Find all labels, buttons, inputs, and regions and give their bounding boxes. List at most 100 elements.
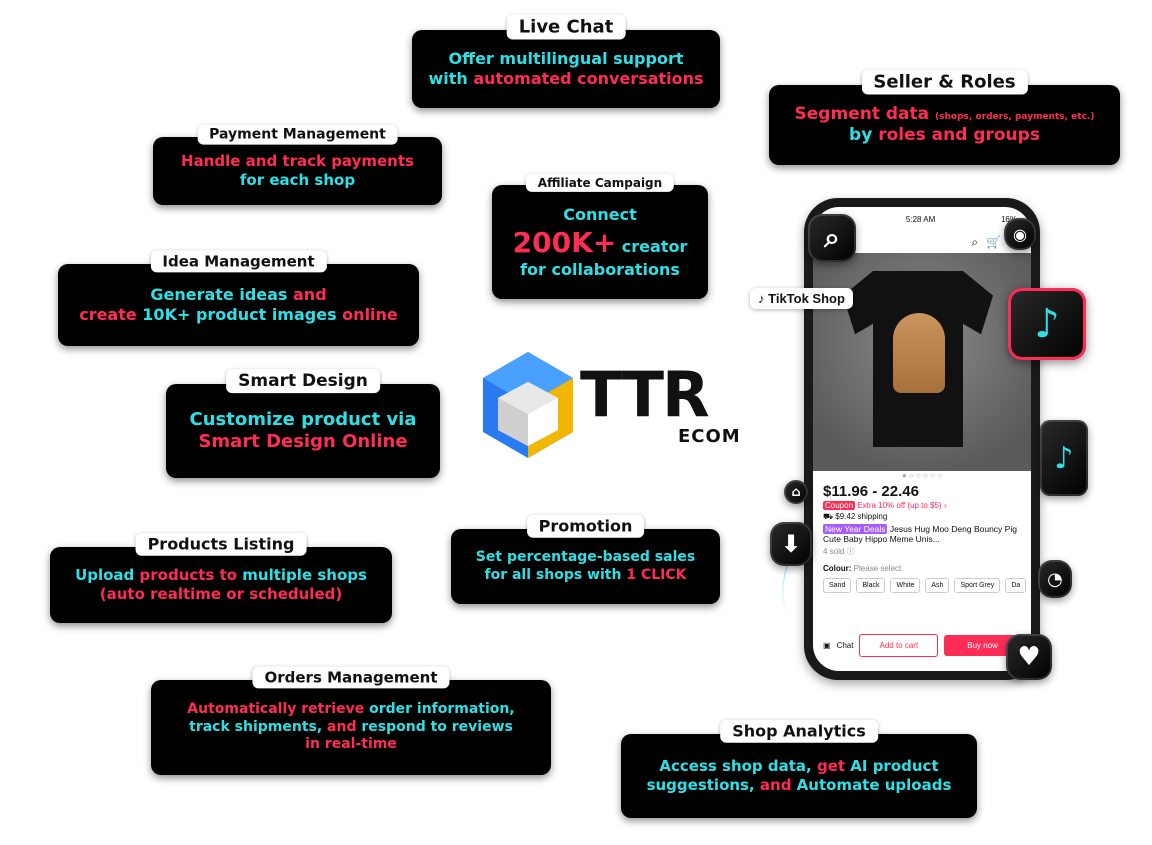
colour-option[interactable]: Da (1005, 578, 1027, 593)
affiliate-campaign-card: Affiliate Campaign Connect 200K+ creator… (492, 173, 708, 299)
payment-line-2: for each shop (239, 171, 356, 189)
colour-option[interactable]: Ash (925, 578, 950, 593)
user-icon: ◉ (1004, 218, 1036, 250)
text: suggestions, (646, 776, 755, 794)
bottom-action-bar: ▣ Chat Add to cart Buy now (813, 634, 1031, 657)
live-chat-line-1: Offer multilingual support (449, 49, 684, 69)
text: automated conversations (473, 69, 704, 88)
text: create (79, 305, 143, 324)
smart-design-label: Smart Design (226, 369, 380, 394)
orders-line-3: in real-time (305, 736, 397, 753)
products-listing-line-2: (auto realtime or scheduled) (99, 585, 343, 603)
heart-icon: ♥ (1006, 634, 1052, 680)
text: multiple shops (242, 566, 367, 585)
orders-management-card: Orders Management Automatically retrieve… (151, 666, 551, 775)
text: Upload (75, 566, 135, 585)
text: order information, (364, 701, 515, 718)
products-listing-label: Products Listing (135, 532, 307, 556)
colour-option[interactable]: Sport Grey (954, 578, 1001, 593)
coupon-badge: Coupon (823, 501, 856, 510)
idea-management-label: Idea Management (150, 250, 327, 273)
orders-management-label: Orders Management (252, 666, 450, 689)
text: 1 CLICK (626, 566, 687, 583)
smart-design-card: Smart Design Customize product via Smart… (166, 369, 440, 478)
text: by (849, 125, 879, 145)
smart-design-line-1: Customize product via (189, 408, 417, 430)
tiktok-note-icon: ♪ (758, 291, 765, 306)
text: AI product (850, 757, 939, 776)
colour-options: Sand Black White Ash Sport Grey Da (813, 574, 1031, 597)
shirt-print-graphic (893, 313, 945, 393)
phone-mockup: ▮▮▮ 5:28 AM 16% ⌕ 🛒 ● ○ ○ ○ ○ ○ $11.96 -… (804, 198, 1040, 680)
ttr-ecom-logo: TTR ECOM (478, 352, 768, 462)
text: 200K+ (512, 225, 617, 259)
logo-sub: ECOM (678, 426, 741, 447)
seller-roles-card: Seller & Roles Segment data (shops, orde… (769, 69, 1120, 165)
idea-management-card: Idea Management Generate ideas and creat… (58, 250, 419, 346)
orders-line-1: Automatically retrieve order information… (187, 701, 514, 719)
status-battery: 16% (1000, 214, 1017, 224)
product-price: $11.96 - 22.46 (823, 483, 919, 500)
shop-analytics-label: Shop Analytics (720, 719, 878, 743)
text: Automatically retrieve (187, 701, 365, 718)
status-time: 5:28 AM (905, 214, 936, 224)
products-listing-card: Products Listing Upload products to mult… (50, 532, 392, 623)
text: Segment data (794, 103, 936, 124)
house-icon: ⌂ (784, 480, 808, 504)
text: Offer multilingual support (448, 49, 684, 68)
tiktok-shop-text: TikTok Shop (768, 291, 845, 306)
chart-icon: ◔ (1038, 560, 1072, 598)
orders-line-2: track shipments, and respond to reviews (189, 719, 513, 737)
text: with (428, 69, 474, 88)
coupon-row[interactable]: Coupon Extra 10% off (up to $5) › (813, 500, 1031, 511)
text: Automate uploads (796, 776, 952, 794)
text: respond to reviews (361, 718, 513, 735)
product-image (813, 253, 1031, 471)
add-to-cart-button[interactable]: Add to cart (859, 634, 939, 657)
promotion-card: Promotion Set percentage-based sales for… (451, 514, 720, 604)
product-topbar: ⌕ 🛒 (813, 231, 1031, 253)
search-icon[interactable]: ⌕ (971, 234, 979, 249)
affiliate-line-1: Connect (563, 204, 637, 224)
text: and (287, 285, 327, 304)
text: track shipments, (189, 718, 323, 735)
colour-option[interactable]: Black (856, 578, 886, 593)
analytics-line-1: Access shop data, get AI product (659, 757, 938, 776)
tiktok-icon: ♪ (1008, 288, 1086, 360)
seller-roles-label: Seller & Roles (861, 69, 1028, 95)
tiktok-shop-badge: ♪ TikTok Shop (750, 288, 853, 309)
chat-button[interactable]: Chat (836, 641, 854, 650)
affiliate-campaign-label: Affiliate Campaign (525, 173, 675, 192)
colour-label: Colour: (823, 564, 852, 573)
text: 10K+ product images (142, 305, 337, 324)
text: Generate ideas (150, 285, 288, 304)
live-chat-label: Live Chat (506, 14, 626, 40)
download-icon: ⬇ (770, 522, 812, 566)
payment-management-card: Payment Management Handle and track paym… (153, 124, 442, 205)
colour-row: Colour: Please select (813, 558, 1031, 574)
seller-roles-line-2: by roles and groups (849, 125, 1040, 146)
buy-now-button[interactable]: Buy now (944, 635, 1021, 656)
logo-name: TTR (580, 358, 710, 431)
shop-icon[interactable]: ▣ (823, 641, 831, 650)
text: online (336, 305, 398, 324)
text: (shops, orders, payments, etc.) (935, 111, 1095, 122)
idea-line-1: Generate ideas and (150, 285, 326, 305)
text: for all shops with (484, 566, 627, 583)
promotion-label: Promotion (526, 514, 645, 538)
smart-design-line-2: Smart Design Online (198, 431, 408, 452)
text: products to (134, 566, 243, 585)
new-year-badge: New Year Deals (823, 524, 888, 534)
live-chat-line-2: with automated conversations (428, 69, 703, 89)
text: Access shop data, (659, 757, 812, 776)
analytics-line-2: suggestions, and Automate uploads (647, 776, 952, 795)
text: roles and groups (878, 125, 1040, 145)
text: creator (616, 236, 688, 256)
colour-option[interactable]: White (890, 578, 921, 593)
cart-icon[interactable]: 🛒 (986, 235, 1001, 249)
colour-option[interactable]: Sand (823, 578, 852, 593)
title-text: Jesus Hug Moo Deng Bouncy Pig Cute Baby … (823, 524, 1017, 544)
affiliate-line-2: 200K+ creator (513, 225, 688, 260)
shipping-text: ⛟ $9.42 shipping (823, 512, 888, 521)
cube-logo-icon (483, 352, 573, 458)
